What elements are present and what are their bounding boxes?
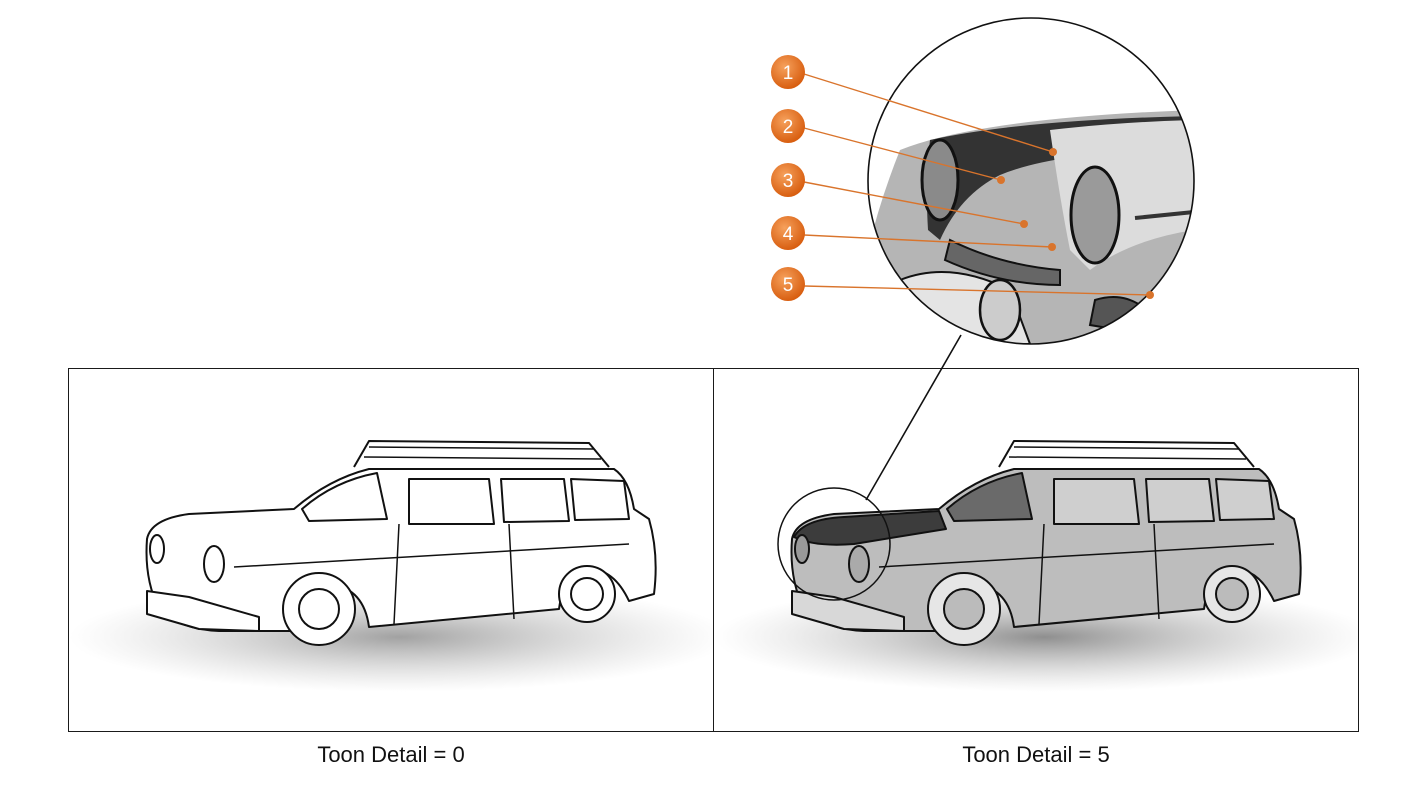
callout-badge-5: 5 (771, 267, 805, 301)
car-line-render (69, 440, 713, 692)
roof-rack (998, 440, 1255, 468)
window-front (408, 478, 495, 525)
callout-point-4 (1048, 243, 1056, 251)
callout-point-3 (1020, 220, 1028, 228)
headlight-right (848, 545, 870, 583)
svg-text:4: 4 (783, 224, 794, 245)
roof-rack (353, 440, 610, 468)
callout-badge-2: 2 (771, 109, 805, 143)
windshield (301, 472, 388, 522)
headlight-right (203, 545, 225, 583)
svg-text:2: 2 (783, 117, 794, 138)
front-bumper (791, 590, 905, 632)
zoom-circle (867, 17, 1195, 345)
render-panel-toon-5 (713, 368, 1359, 732)
headlight-left (149, 534, 165, 564)
magnifier-source-circle (777, 487, 891, 601)
magnifier-connector-line (865, 334, 962, 501)
callout-line-4 (803, 234, 1053, 248)
hood-dark-band (793, 510, 947, 546)
svg-text:5: 5 (783, 275, 794, 296)
render-panel-toon-0 (68, 368, 714, 732)
callout-point-2 (997, 176, 1005, 184)
window-front (1053, 478, 1140, 525)
callout-line-5 (803, 285, 1151, 296)
callout-point-1 (1049, 148, 1057, 156)
callout-line-2 (803, 127, 1002, 181)
svg-text:3: 3 (783, 171, 794, 192)
callout-badge-1: 1 (771, 55, 805, 89)
car-toon-render (714, 440, 1358, 692)
callout-badge-4: 4 (771, 216, 805, 250)
callout-point-5 (1146, 291, 1154, 299)
window-rear (570, 478, 630, 521)
windshield (946, 472, 1033, 522)
window-middle (500, 478, 570, 523)
window-middle (1145, 478, 1215, 523)
callout-line-3 (803, 181, 1025, 225)
caption-toon-detail-0: Toon Detail = 0 (317, 742, 465, 767)
front-bumper (146, 590, 260, 632)
headlight-left (794, 534, 810, 564)
callout-line-1 (803, 73, 1054, 153)
caption-toon-detail-5: Toon Detail = 5 (962, 742, 1110, 767)
window-rear (1215, 478, 1275, 521)
svg-text:1: 1 (783, 63, 794, 84)
callout-badge-3: 3 (771, 163, 805, 197)
